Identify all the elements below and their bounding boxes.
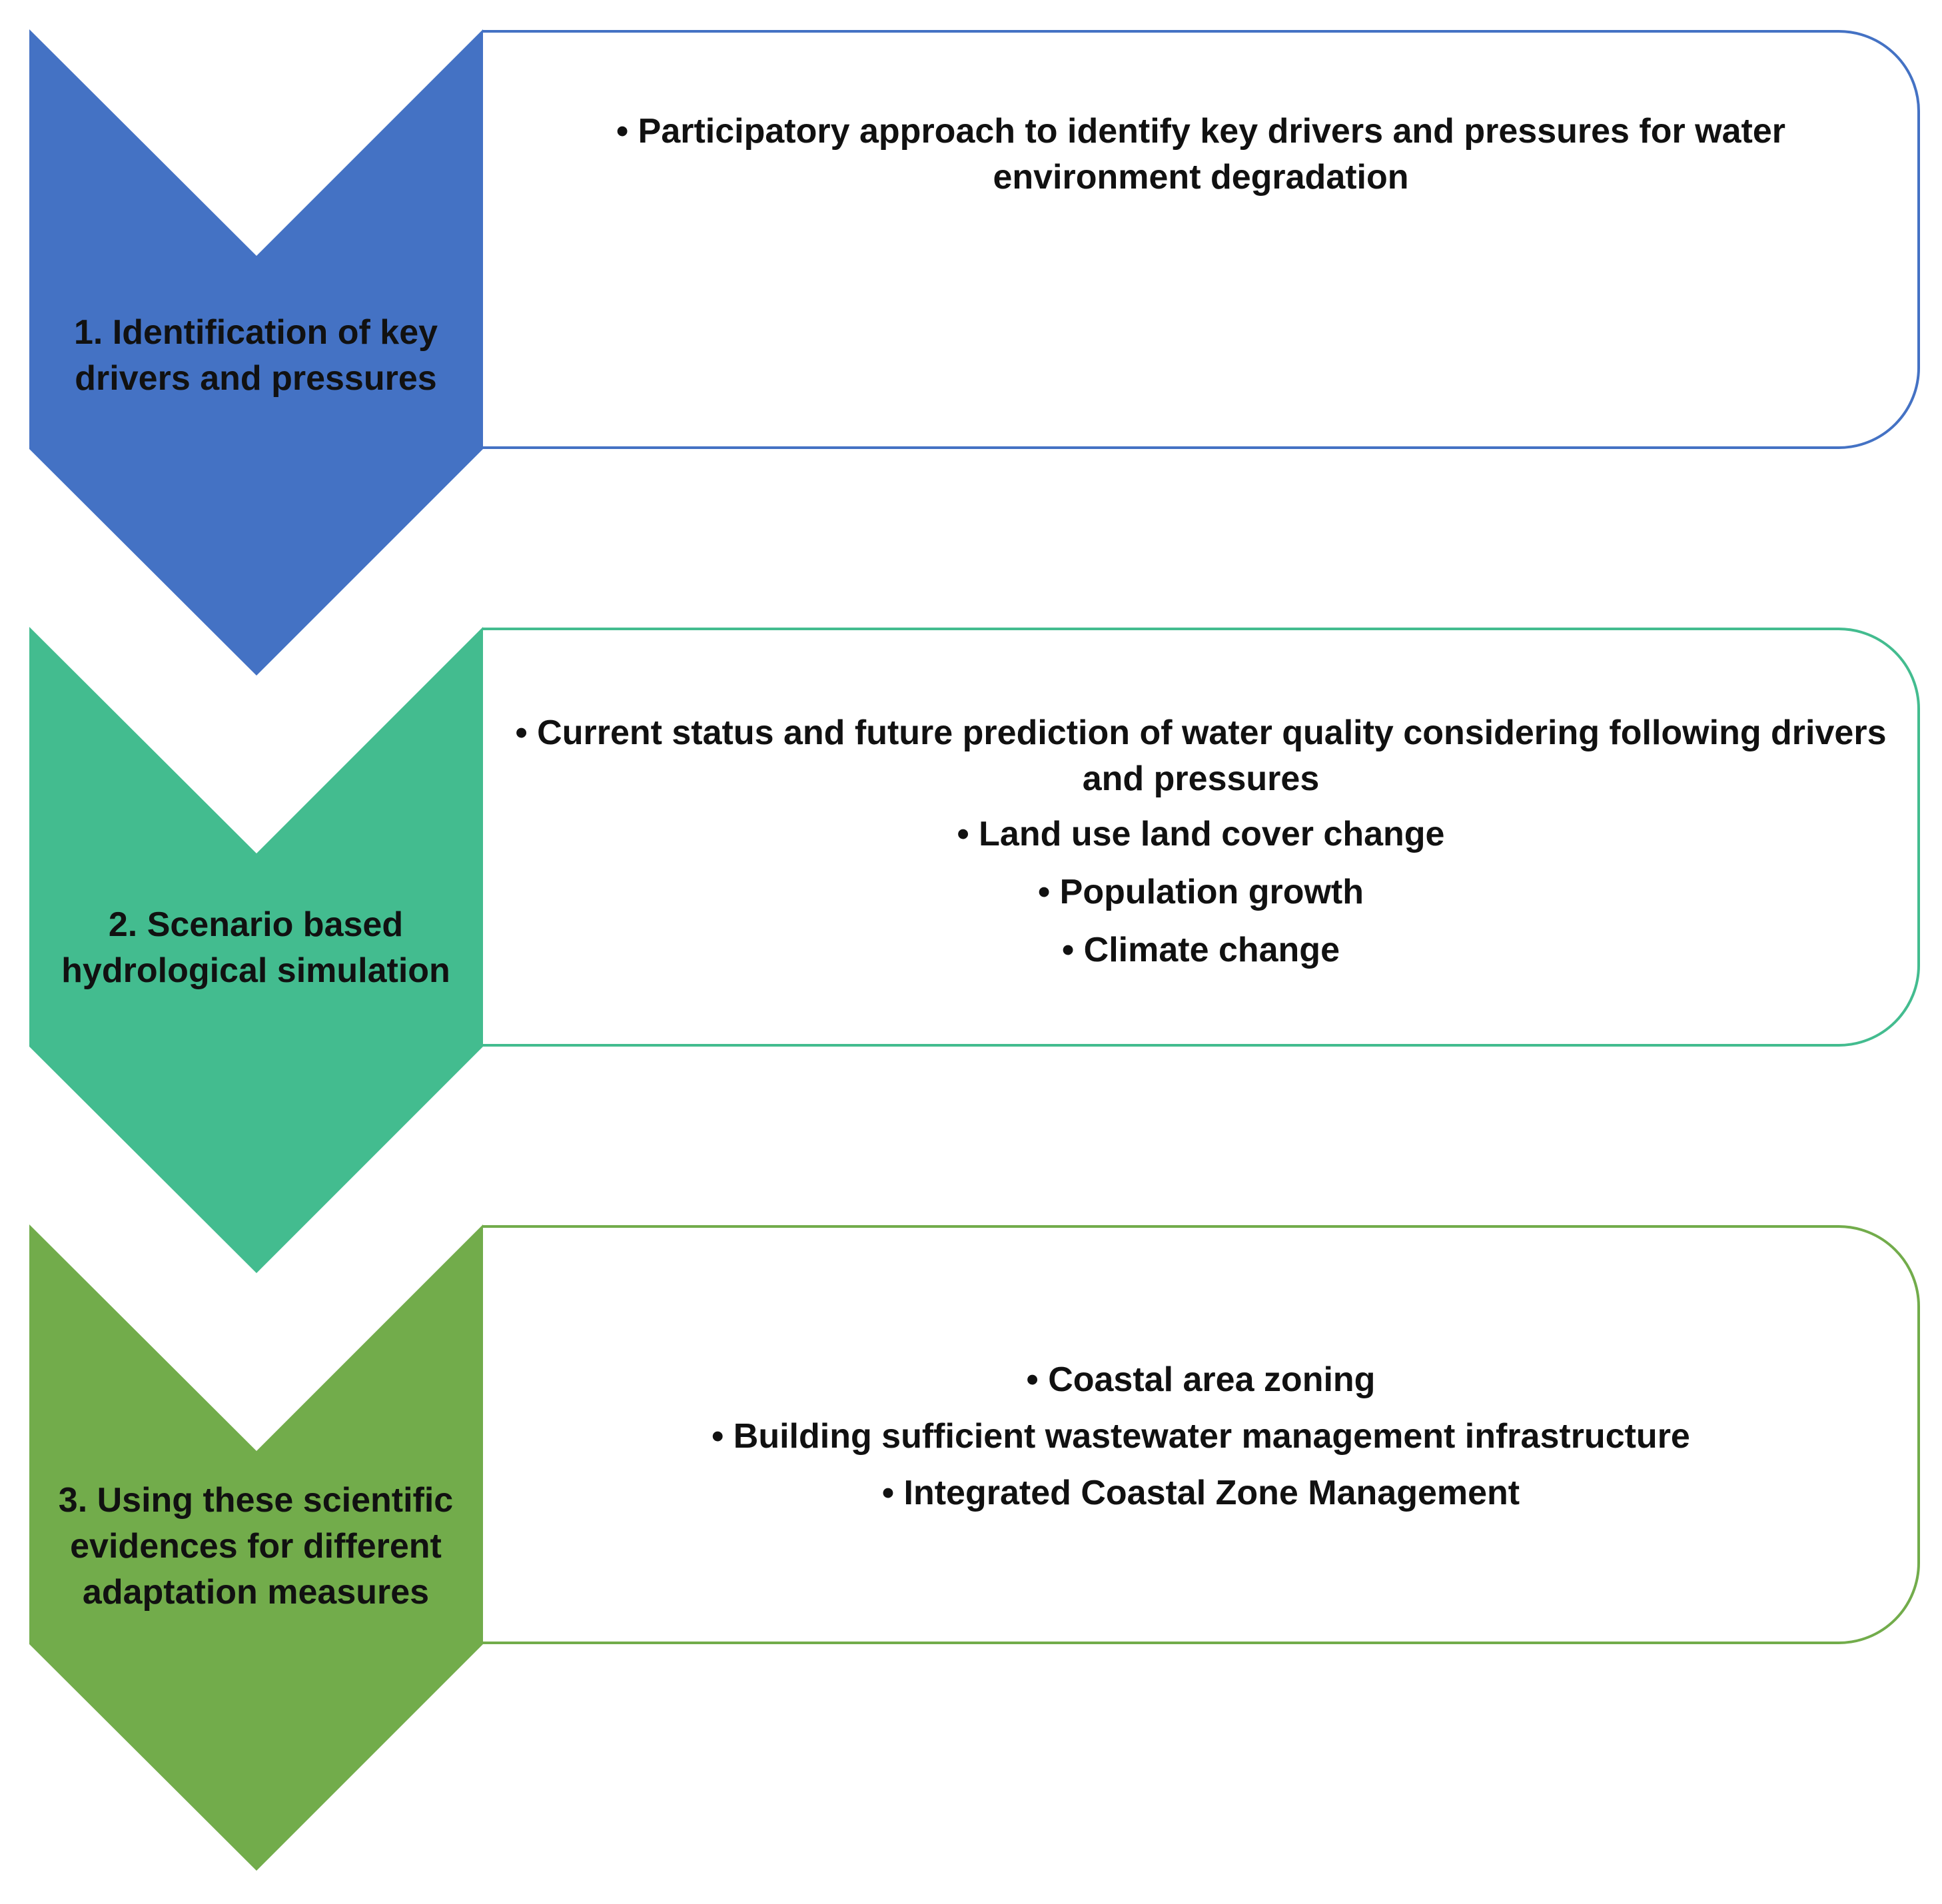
step-3-shape [29, 1224, 1920, 1871]
step-3-bullet: • Building sufficient wastewater managem… [712, 1417, 1690, 1456]
step-3-content-box [483, 1225, 1920, 1644]
step-3-content: • Coastal area zoning • Building suffici… [483, 1226, 1919, 1643]
step-2-title: 2. Scenario based hydrological simulatio… [61, 905, 450, 990]
step-1-chevron [29, 29, 483, 676]
step-2-shape [29, 627, 1920, 1273]
step-1-content-box [483, 30, 1920, 449]
step-2-bullet: • Population growth [1037, 873, 1364, 911]
step-1: 1. Identification of key drivers and pre… [0, 29, 1942, 709]
step-3: 3. Using these scientific evidences for … [0, 1224, 1942, 1904]
step-2-content: • Current status and future prediction o… [483, 629, 1919, 1045]
step-2-chevron [29, 627, 483, 1273]
step-1-title: 1. Identification of key drivers and pre… [73, 313, 438, 398]
step-3-bullet: • Coastal area zoning [1026, 1360, 1376, 1399]
step-2: 2. Scenario based hydrological simulatio… [0, 627, 1942, 1306]
step-2-bullet: • Current status and future prediction o… [515, 714, 1887, 798]
step-2-content-box [483, 628, 1920, 1047]
step-2-bullet: • Climate change [1062, 931, 1340, 969]
step-1-content: • Participatory approach to identify key… [483, 31, 1919, 448]
step-1-shape [29, 29, 1920, 676]
step-3-title: 3. Using these scientific evidences for … [58, 1481, 454, 1612]
step-1-bullet: • Participatory approach to identify key… [616, 111, 1785, 197]
step-2-bullet: • Land use land cover change [957, 815, 1445, 853]
step-3-chevron [29, 1224, 483, 1871]
step-3-bullet: • Integrated Coastal Zone Management [881, 1474, 1520, 1512]
